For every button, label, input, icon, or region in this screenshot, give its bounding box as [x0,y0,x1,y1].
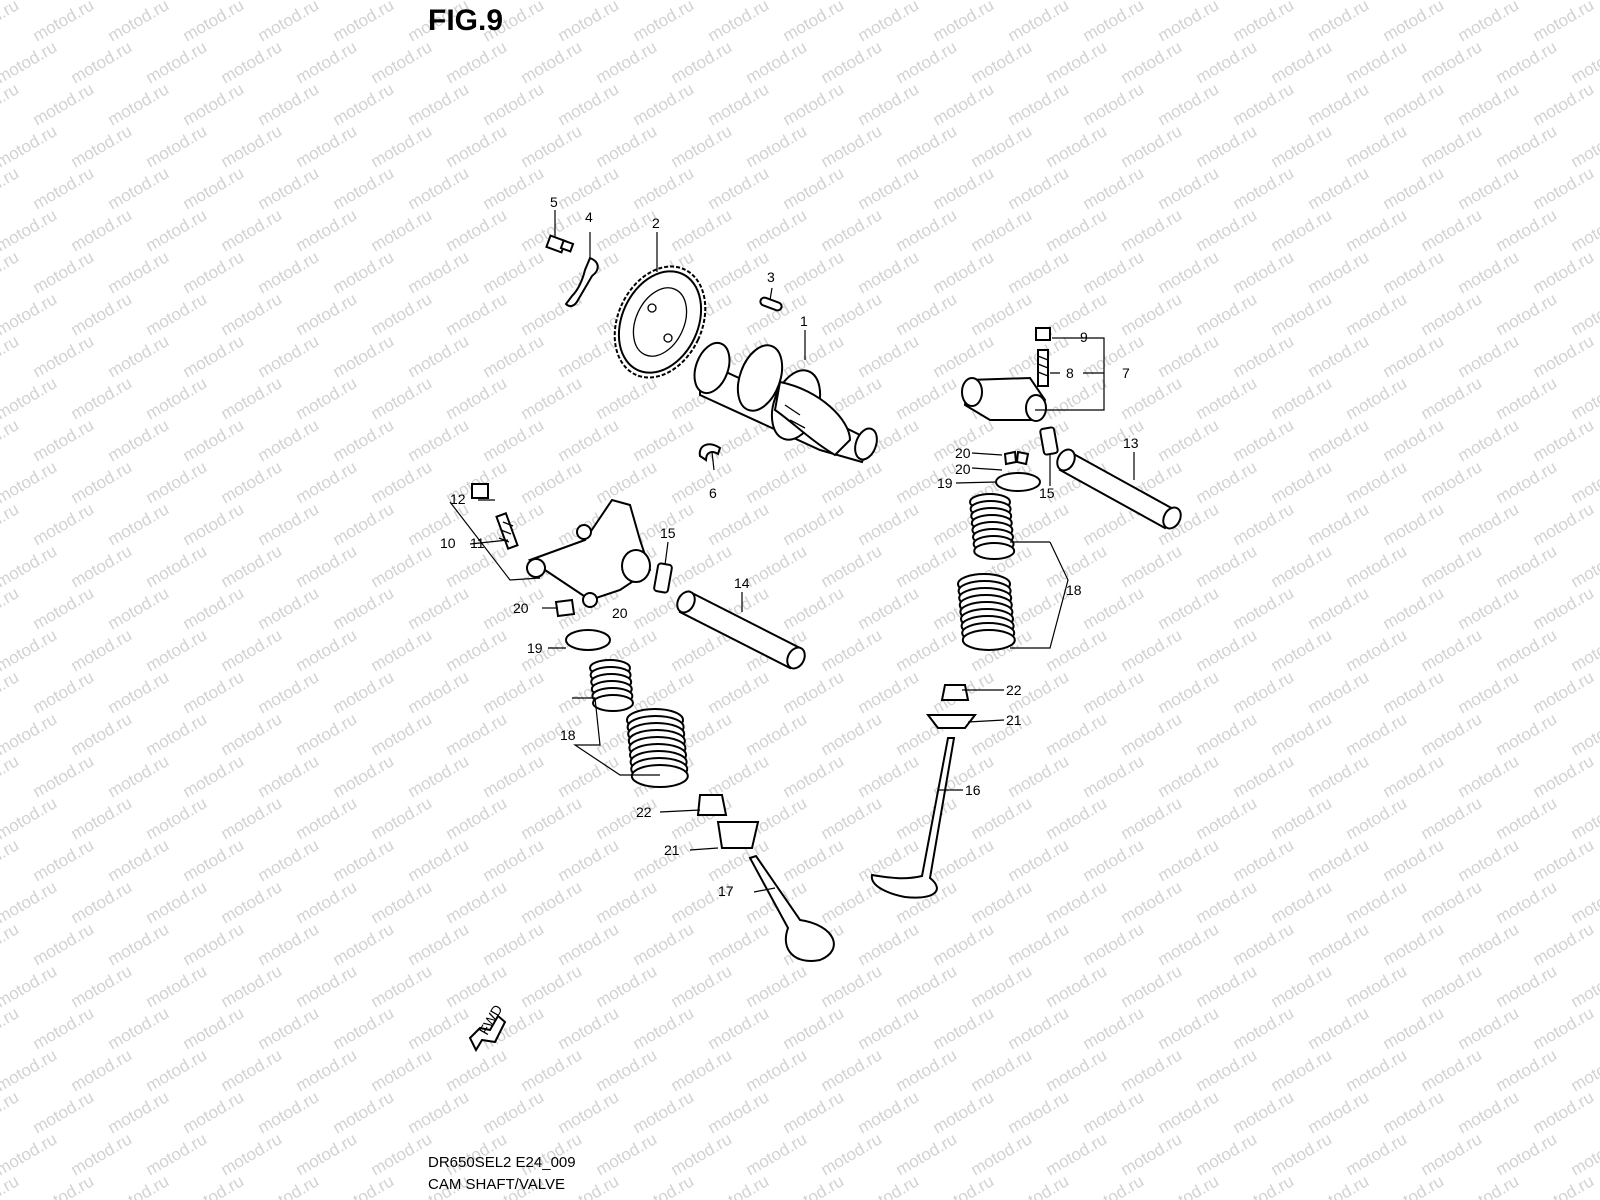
valve-left [748,854,835,962]
spring-coil [630,764,689,788]
stem-seal-left [696,794,728,816]
valve-cotters-left [554,598,576,618]
callout-22-right: 22 [1006,682,1022,698]
callout-9: 9 [1080,329,1088,345]
callout-21-right: 21 [1006,712,1022,728]
callout-18-right: 18 [1066,582,1082,598]
callout-16: 16 [965,782,981,798]
callout-18-left: 18 [560,727,576,743]
leader-lines [449,210,1135,893]
valve-springs-left [589,659,689,788]
spring-coil [973,542,1016,560]
spring-seat-right [925,714,978,729]
callout-19-right: 19 [937,475,953,491]
spring-retainer-right [995,472,1041,492]
callout-2: 2 [652,215,660,231]
adjusting-screw-left [471,483,519,550]
rocker-arm-right [961,327,1051,422]
callout-20-left-b: 20 [612,605,628,621]
wave-washer-right [1039,426,1059,456]
forward-arrow-icon: FWD [468,1002,507,1053]
callout-15-left: 15 [660,525,676,541]
cam-sprocket [613,265,707,379]
lock-plate [564,256,599,308]
valve-right [870,737,956,899]
callout-6: 6 [709,485,717,501]
spring-coil [592,694,634,712]
valve-cotters-right [1003,450,1030,466]
callout-19-left: 19 [527,640,543,656]
callout-21-left: 21 [664,842,680,858]
callout-1: 1 [800,313,808,329]
spring-retainer-left [565,629,611,651]
callout-10: 10 [440,535,456,551]
camshaft [693,341,878,464]
circlip [698,443,722,462]
callout-17: 17 [718,883,734,899]
lock-nut [1035,327,1051,341]
callout-20-left-a: 20 [513,600,529,616]
figure-title: FIG.9 [428,4,504,37]
wave-washer-left [653,562,673,594]
callout-20-right-a: 20 [955,445,971,461]
callout-13: 13 [1123,435,1139,451]
valve-springs-right [957,493,1016,651]
callout-20-right-b: 20 [955,461,971,477]
spring-seat-left [716,821,760,849]
callout-22-left: 22 [636,804,652,820]
callout-14: 14 [734,575,750,591]
callout-15-right: 15 [1039,485,1055,501]
dowel-pin [759,296,783,312]
stem-seal-right [940,684,970,701]
spring-coil [961,629,1016,651]
callout-3: 3 [767,269,775,285]
figure-code: DR650SEL2 E24_009 [428,1154,576,1171]
callout-11: 11 [470,535,485,551]
callouts: 1 2 3 4 5 6 7 8 9 10 11 12 13 14 15 15 1… [440,194,1139,899]
callout-7: 7 [1122,365,1130,381]
rocker-arm-left [526,498,652,608]
callout-5: 5 [550,194,558,210]
rocker-shaft-left [676,590,806,670]
bolt [545,234,575,254]
rocker-shaft-right [1056,448,1182,530]
lock-nut-left [471,483,489,499]
figure-subtitle: CAM SHAFT/VALVE [428,1176,565,1193]
callout-4: 4 [585,209,593,225]
callout-12: 12 [450,491,466,507]
callout-8: 8 [1066,365,1074,381]
